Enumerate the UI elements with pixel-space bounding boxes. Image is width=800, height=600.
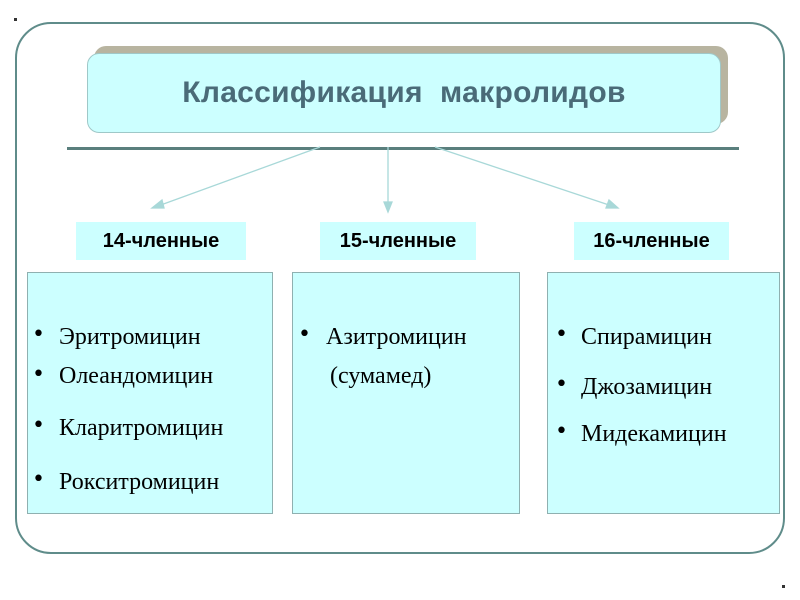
corner-dot-bottom-right <box>782 585 785 588</box>
list-item: Кларитромицин <box>59 415 224 441</box>
list-item: Мидекамицин <box>581 421 727 447</box>
group-label-14: 14-членные <box>76 222 246 260</box>
list-item: Эритромицин <box>59 324 201 350</box>
arrow-head-15 <box>383 201 393 214</box>
bullet-icon: • <box>555 372 568 397</box>
bullet-icon: • <box>32 322 45 347</box>
divider-line <box>67 147 739 150</box>
arrow-head-14 <box>150 198 165 209</box>
group-box-16: • Спирамицин • Джозамицин • Мидекамицин <box>547 272 780 514</box>
arrow-to-16 <box>434 146 613 207</box>
title-box: Классификация макролидов <box>87 53 721 133</box>
group-box-14: • Эритромицин • Олеандомицин • Кларитром… <box>27 272 273 514</box>
group-label-15: 15-членные <box>320 222 476 260</box>
corner-dot-top-left <box>14 18 17 21</box>
bullet-icon: • <box>555 322 568 347</box>
list-item: Спирамицин <box>581 324 712 350</box>
list-item: Азитромицин <box>326 324 467 350</box>
bullet-icon: • <box>32 413 45 438</box>
list-item: Рокситромицин <box>59 469 220 495</box>
list-item: Джозамицин <box>581 374 713 400</box>
bullet-icon: • <box>32 362 45 387</box>
group-box-15: • Азитромицин (сумамед) <box>292 272 520 514</box>
bullet-icon: • <box>555 419 568 444</box>
list-item: Олеандомицин <box>59 363 214 389</box>
list-item: (сумамед) <box>330 363 432 389</box>
arrow-to-14 <box>157 146 321 207</box>
group-label-16: 16-членные <box>574 222 729 260</box>
bullet-icon: • <box>298 322 311 347</box>
arrow-head-16 <box>605 198 620 209</box>
diagram-title: Классификация макролидов <box>182 76 626 109</box>
bullet-icon: • <box>32 467 45 492</box>
